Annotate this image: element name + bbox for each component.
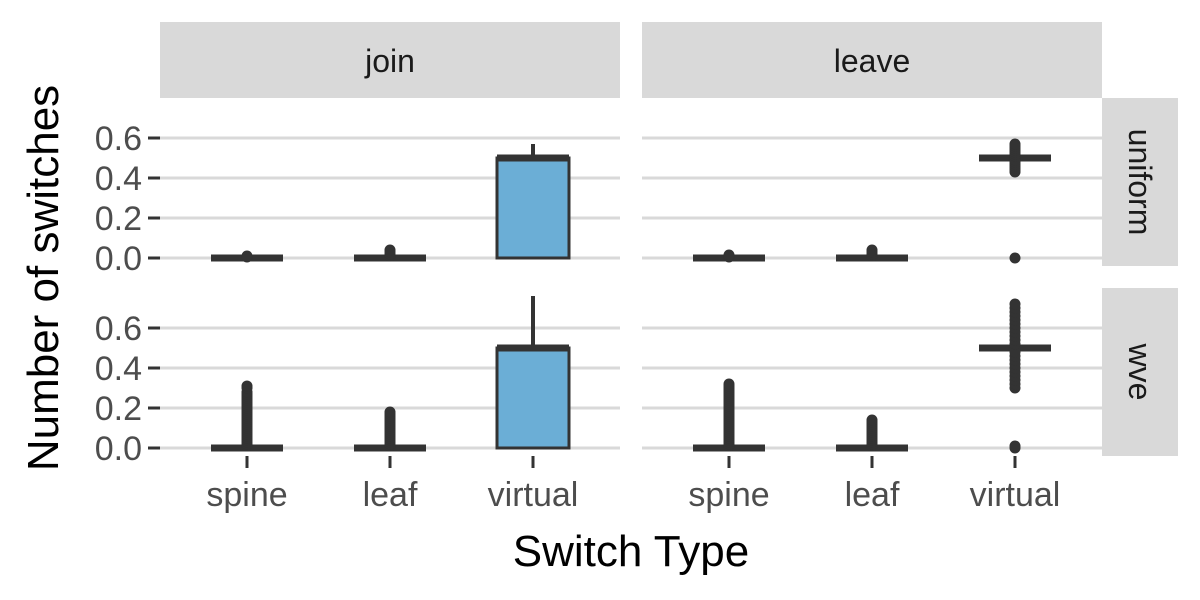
y-tick-label-uniform: 0.4 — [95, 160, 142, 198]
x-tick-label-join-leaf: leaf — [363, 476, 418, 514]
x-tick-label-join-virtual: virtual — [488, 476, 579, 514]
strip-bg-wve — [1102, 288, 1178, 456]
x-tick-label-leave-virtual: virtual — [970, 476, 1061, 514]
strip-bg-uniform — [1102, 98, 1178, 266]
outlier-leave-wve-virtual — [1009, 440, 1021, 452]
x-tick-label-leave-spine: spine — [688, 476, 769, 514]
outlier-join-uniform-spine — [241, 250, 253, 262]
y-tick-label-uniform: 0.0 — [95, 240, 142, 278]
outlier-leave-wve-virtual — [1009, 298, 1021, 310]
y-tick-label-wve: 0.2 — [95, 390, 142, 428]
y-tick-label-wve: 0.6 — [95, 310, 142, 348]
outlier-leave-uniform-virtual — [1009, 252, 1021, 264]
outlier-leave-uniform-spine — [723, 249, 735, 261]
x-tick-label-join-spine: spine — [206, 476, 287, 514]
outlier-leave-wve-leaf — [866, 414, 878, 426]
x-tick-label-leave-leaf: leaf — [845, 476, 900, 514]
y-tick-label-wve: 0.4 — [95, 350, 142, 388]
outlier-leave-wve-spine — [723, 378, 735, 390]
y-axis-title: Number of switches — [19, 85, 68, 471]
y-tick-label-uniform: 0.6 — [95, 120, 142, 158]
strip-label-wve: wve — [1122, 343, 1158, 401]
box-join-wve-virtual — [495, 346, 571, 450]
outlier-join-uniform-leaf — [384, 244, 396, 256]
strip-label-leave: leave — [834, 43, 911, 79]
outlier-leave-uniform-virtual — [1009, 138, 1021, 150]
x-axis-title: Switch Type — [513, 527, 749, 576]
strip-label-uniform: uniform — [1122, 129, 1158, 236]
y-tick-label-uniform: 0.2 — [95, 200, 142, 238]
box-join-uniform-virtual — [495, 156, 571, 260]
strip-label-join: join — [364, 43, 415, 79]
outlier-leave-wve-virtual — [1009, 346, 1021, 358]
outlier-join-wve-spine — [241, 380, 253, 392]
strip-bg-join — [160, 22, 620, 98]
y-tick-label-wve: 0.0 — [95, 430, 142, 468]
outlier-leave-uniform-leaf — [866, 244, 878, 256]
outlier-join-wve-leaf — [384, 406, 396, 418]
strip-bg-leave — [642, 22, 1102, 98]
